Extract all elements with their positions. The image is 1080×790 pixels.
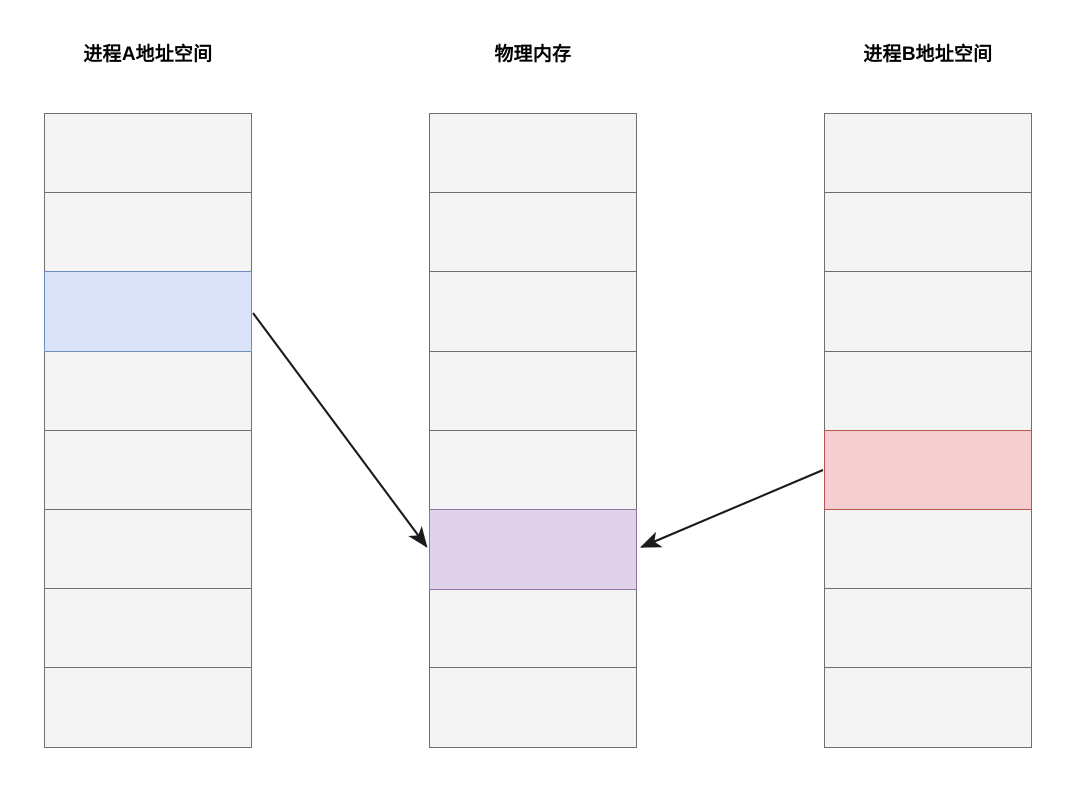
memory-cell[interactable]: [44, 350, 252, 432]
memory-cell-highlight-purple[interactable]: [429, 508, 637, 590]
memory-column-physical-memory: [429, 113, 637, 748]
memory-cell[interactable]: [44, 588, 252, 669]
memory-cell[interactable]: [44, 429, 252, 511]
memory-cell[interactable]: [429, 429, 637, 511]
memory-cell[interactable]: [429, 350, 637, 432]
memory-cell[interactable]: [824, 271, 1032, 353]
memory-cell[interactable]: [429, 588, 637, 669]
memory-cell[interactable]: [429, 192, 637, 273]
memory-cell[interactable]: [429, 113, 637, 194]
memory-cell[interactable]: [44, 508, 252, 590]
column-title-process-b: 进程B地址空间: [863, 44, 993, 65]
memory-cell[interactable]: [44, 192, 252, 273]
memory-cell[interactable]: [824, 667, 1032, 748]
arrow-process-a-to-physical: [252, 312, 428, 548]
memory-cell[interactable]: [824, 113, 1032, 194]
arrow-process-b-to-physical: [639, 469, 824, 548]
memory-cell[interactable]: [44, 667, 252, 748]
memory-cell[interactable]: [429, 271, 637, 353]
memory-column-process-b: [824, 113, 1032, 748]
memory-cell[interactable]: [824, 508, 1032, 590]
memory-cell[interactable]: [824, 192, 1032, 273]
memory-cell-highlight-blue[interactable]: [44, 271, 252, 353]
memory-cell[interactable]: [824, 350, 1032, 432]
column-title-process-a: 进程A地址空间: [83, 44, 213, 65]
column-title-physical-memory: 物理内存: [494, 44, 572, 65]
memory-cell[interactable]: [429, 667, 637, 748]
memory-cell[interactable]: [824, 588, 1032, 669]
memory-cell-highlight-pink[interactable]: [824, 429, 1032, 511]
memory-column-process-a: [44, 113, 252, 748]
memory-cell[interactable]: [44, 113, 252, 194]
